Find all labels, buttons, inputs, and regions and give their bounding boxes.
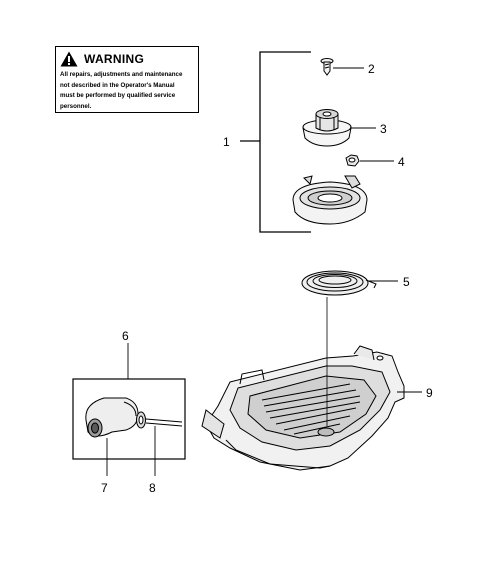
warning-header: WARNING — [60, 50, 194, 68]
callout-2: 2 — [368, 62, 375, 76]
warning-line-2: not described in the Operator's Manual — [60, 81, 175, 89]
warning-line-3: must be performed by qualified service — [60, 92, 176, 99]
warning-triangle-icon — [60, 51, 78, 67]
part-8-eyelet — [136, 411, 183, 429]
detail-box — [72, 378, 186, 460]
callout-3: 3 — [380, 122, 387, 136]
part-2-screw — [320, 58, 334, 76]
part-3-hub — [302, 109, 352, 147]
assembly-1-bracket — [240, 51, 311, 233]
callout-1: 1 — [223, 135, 230, 149]
callout-9: 9 — [426, 386, 433, 400]
warning-label: WARNING All repairs, adjustments and mai… — [55, 46, 199, 113]
warning-line-4: personnel. — [60, 102, 92, 110]
warning-text: All repairs, adjustments and maintenance… — [60, 70, 194, 112]
callout-7: 7 — [101, 481, 108, 495]
callout-6: 6 — [122, 329, 129, 343]
leader-lines — [106, 67, 422, 476]
warning-line-1: All repairs, adjustments and maintenance — [60, 71, 183, 78]
warning-title: WARNING — [84, 52, 145, 66]
part-9-housing — [201, 345, 405, 471]
part-1-reel-base — [292, 175, 368, 225]
callout-4: 4 — [398, 155, 405, 169]
part-4-nut — [345, 154, 360, 167]
part-5-ring — [301, 270, 377, 296]
callout-8: 8 — [149, 481, 156, 495]
part-7-grommet — [85, 397, 139, 438]
callout-5: 5 — [403, 275, 410, 289]
